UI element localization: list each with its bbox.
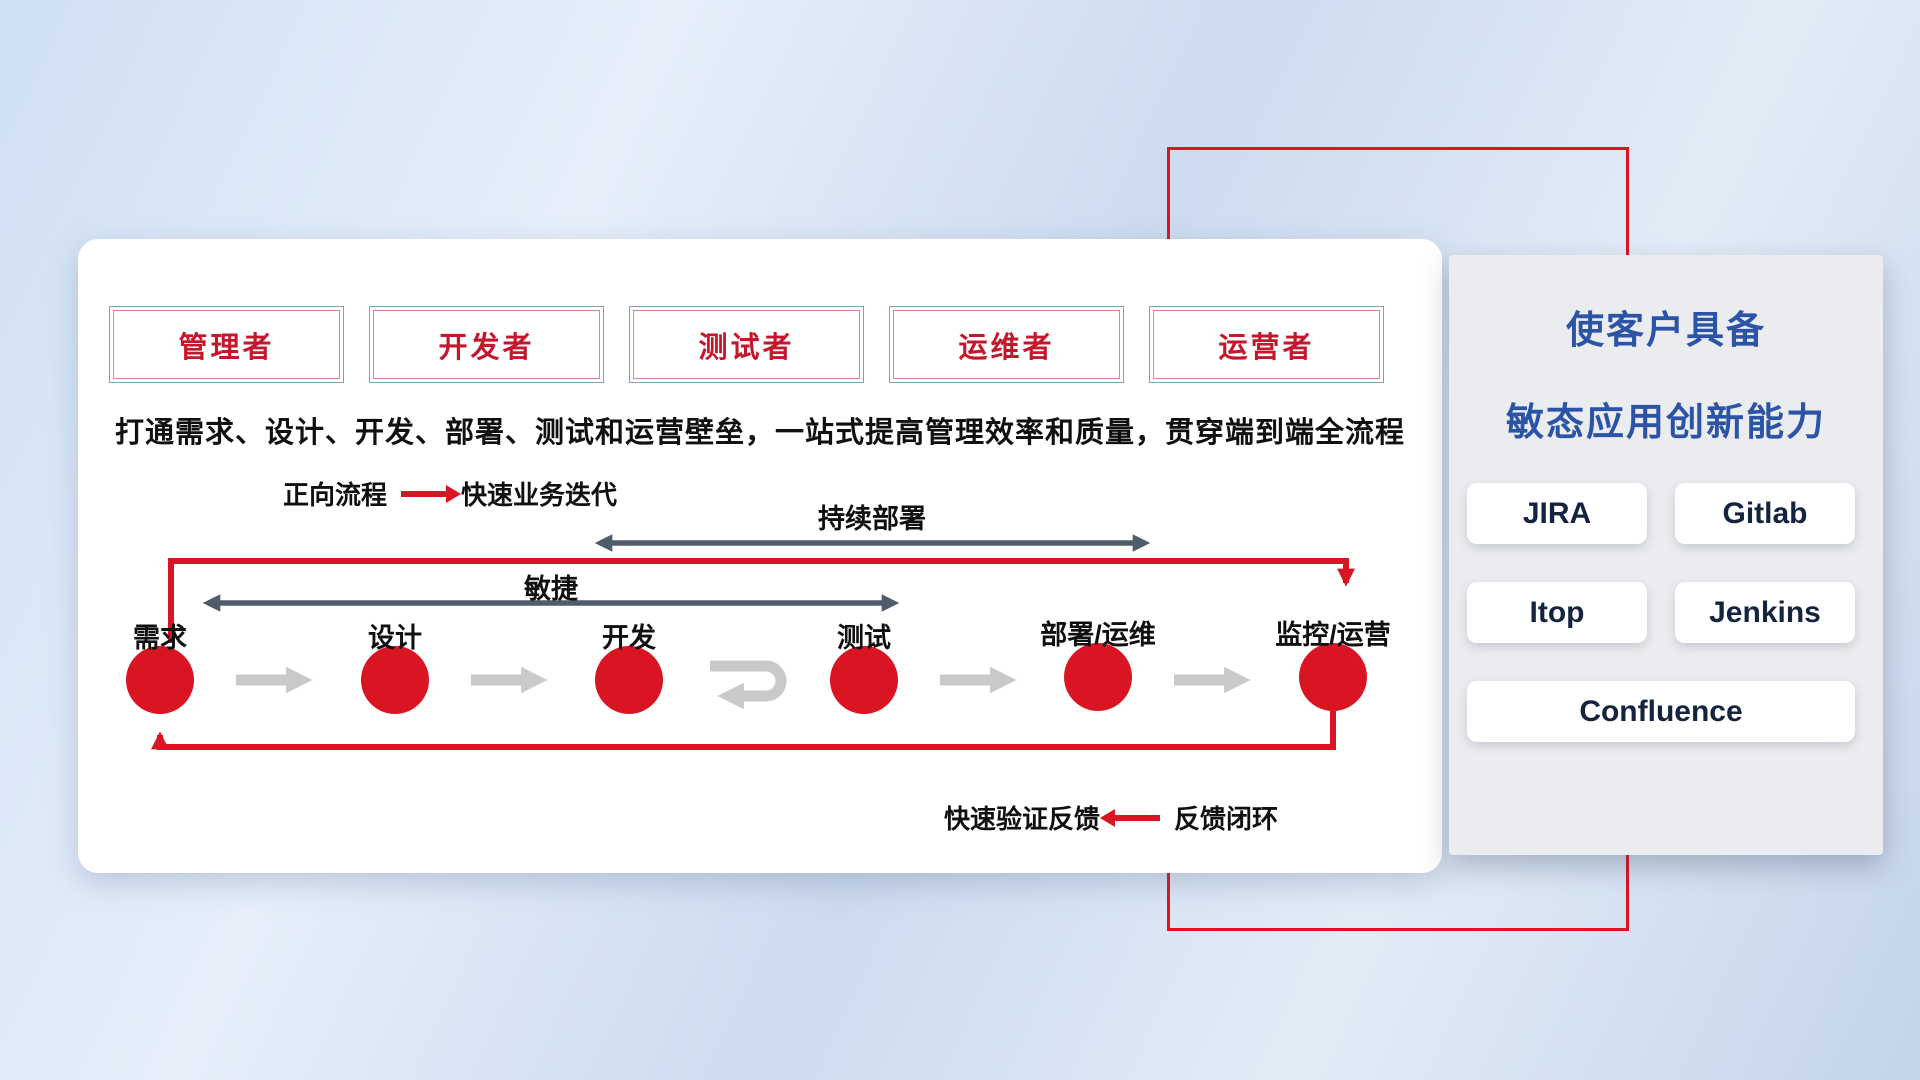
legend-feedback: 快速验证反馈 反馈闭环 <box>944 799 1278 836</box>
tool-jenkins: Jenkins <box>1675 582 1855 643</box>
legend-forward-label: 正向流程 <box>283 480 388 510</box>
stage-label-requirements: 需求 <box>133 623 187 653</box>
iteration-loop-icon <box>710 660 787 710</box>
tool-gitlab: Gitlab <box>1675 483 1855 544</box>
tools-grid: JIRA Gitlab Itop Jenkins Confluence <box>1467 483 1855 742</box>
roles-row: 管理者 开发者 测试者 运维者 运营者 <box>109 306 1384 383</box>
role-box-tester: 测试者 <box>629 306 864 383</box>
forward-flow-line <box>168 558 1355 643</box>
stage-node-development <box>595 646 663 714</box>
legend-forward: 正向流程 快速业务迭代 <box>283 475 617 512</box>
flow-diagram-svg <box>126 534 1367 750</box>
stage-node-requirements <box>126 646 194 714</box>
stage-label-testing: 测试 <box>837 623 891 653</box>
role-box-developer: 开发者 <box>369 306 604 383</box>
stage-node-deploy-ops <box>1064 643 1132 711</box>
tool-confluence: Confluence <box>1467 681 1855 742</box>
legend-forward-desc: 快速业务迭代 <box>461 480 618 510</box>
stage-label-development: 开发 <box>602 623 656 653</box>
forward-arrow-icon <box>401 484 462 503</box>
feedback-flow-line <box>151 711 1336 750</box>
stage-node-design <box>361 646 429 714</box>
role-box-ops: 运维者 <box>889 306 1124 383</box>
capability-title-line2: 敏态应用创新能力 <box>1505 402 1826 444</box>
role-box-manager: 管理者 <box>109 306 344 383</box>
devops-flow-panel: 管理者 开发者 测试者 运维者 运营者 打通需求、设计、开发、部署、测试和运营壁… <box>78 239 1442 873</box>
stage-label-design: 设计 <box>368 623 422 653</box>
tool-jira: JIRA <box>1467 483 1647 544</box>
agile-label: 敏捷 <box>524 574 578 604</box>
stage-node-testing <box>830 646 898 714</box>
capability-panel: 使客户具备 敏态应用创新能力 JIRA Gitlab Itop Jenkins … <box>1449 255 1883 855</box>
stage-label-monitor-ops: 监控/运营 <box>1275 620 1391 650</box>
continuous-deploy-label: 持续部署 <box>818 504 926 534</box>
stage-label-deploy-ops: 部署/运维 <box>1040 620 1156 650</box>
tool-itop: Itop <box>1467 582 1647 643</box>
feedback-arrow-icon <box>1100 808 1161 827</box>
legend-feedback-label: 反馈闭环 <box>1174 804 1279 834</box>
role-box-operator: 运营者 <box>1149 306 1384 383</box>
stage-node-monitor-ops <box>1299 643 1367 711</box>
legend-feedback-desc: 快速验证反馈 <box>944 804 1101 834</box>
capability-title-line1: 使客户具备 <box>1565 310 1766 352</box>
panel-description: 打通需求、设计、开发、部署、测试和运营壁垒，一站式提高管理效率和质量，贯穿端到端… <box>114 417 1405 449</box>
